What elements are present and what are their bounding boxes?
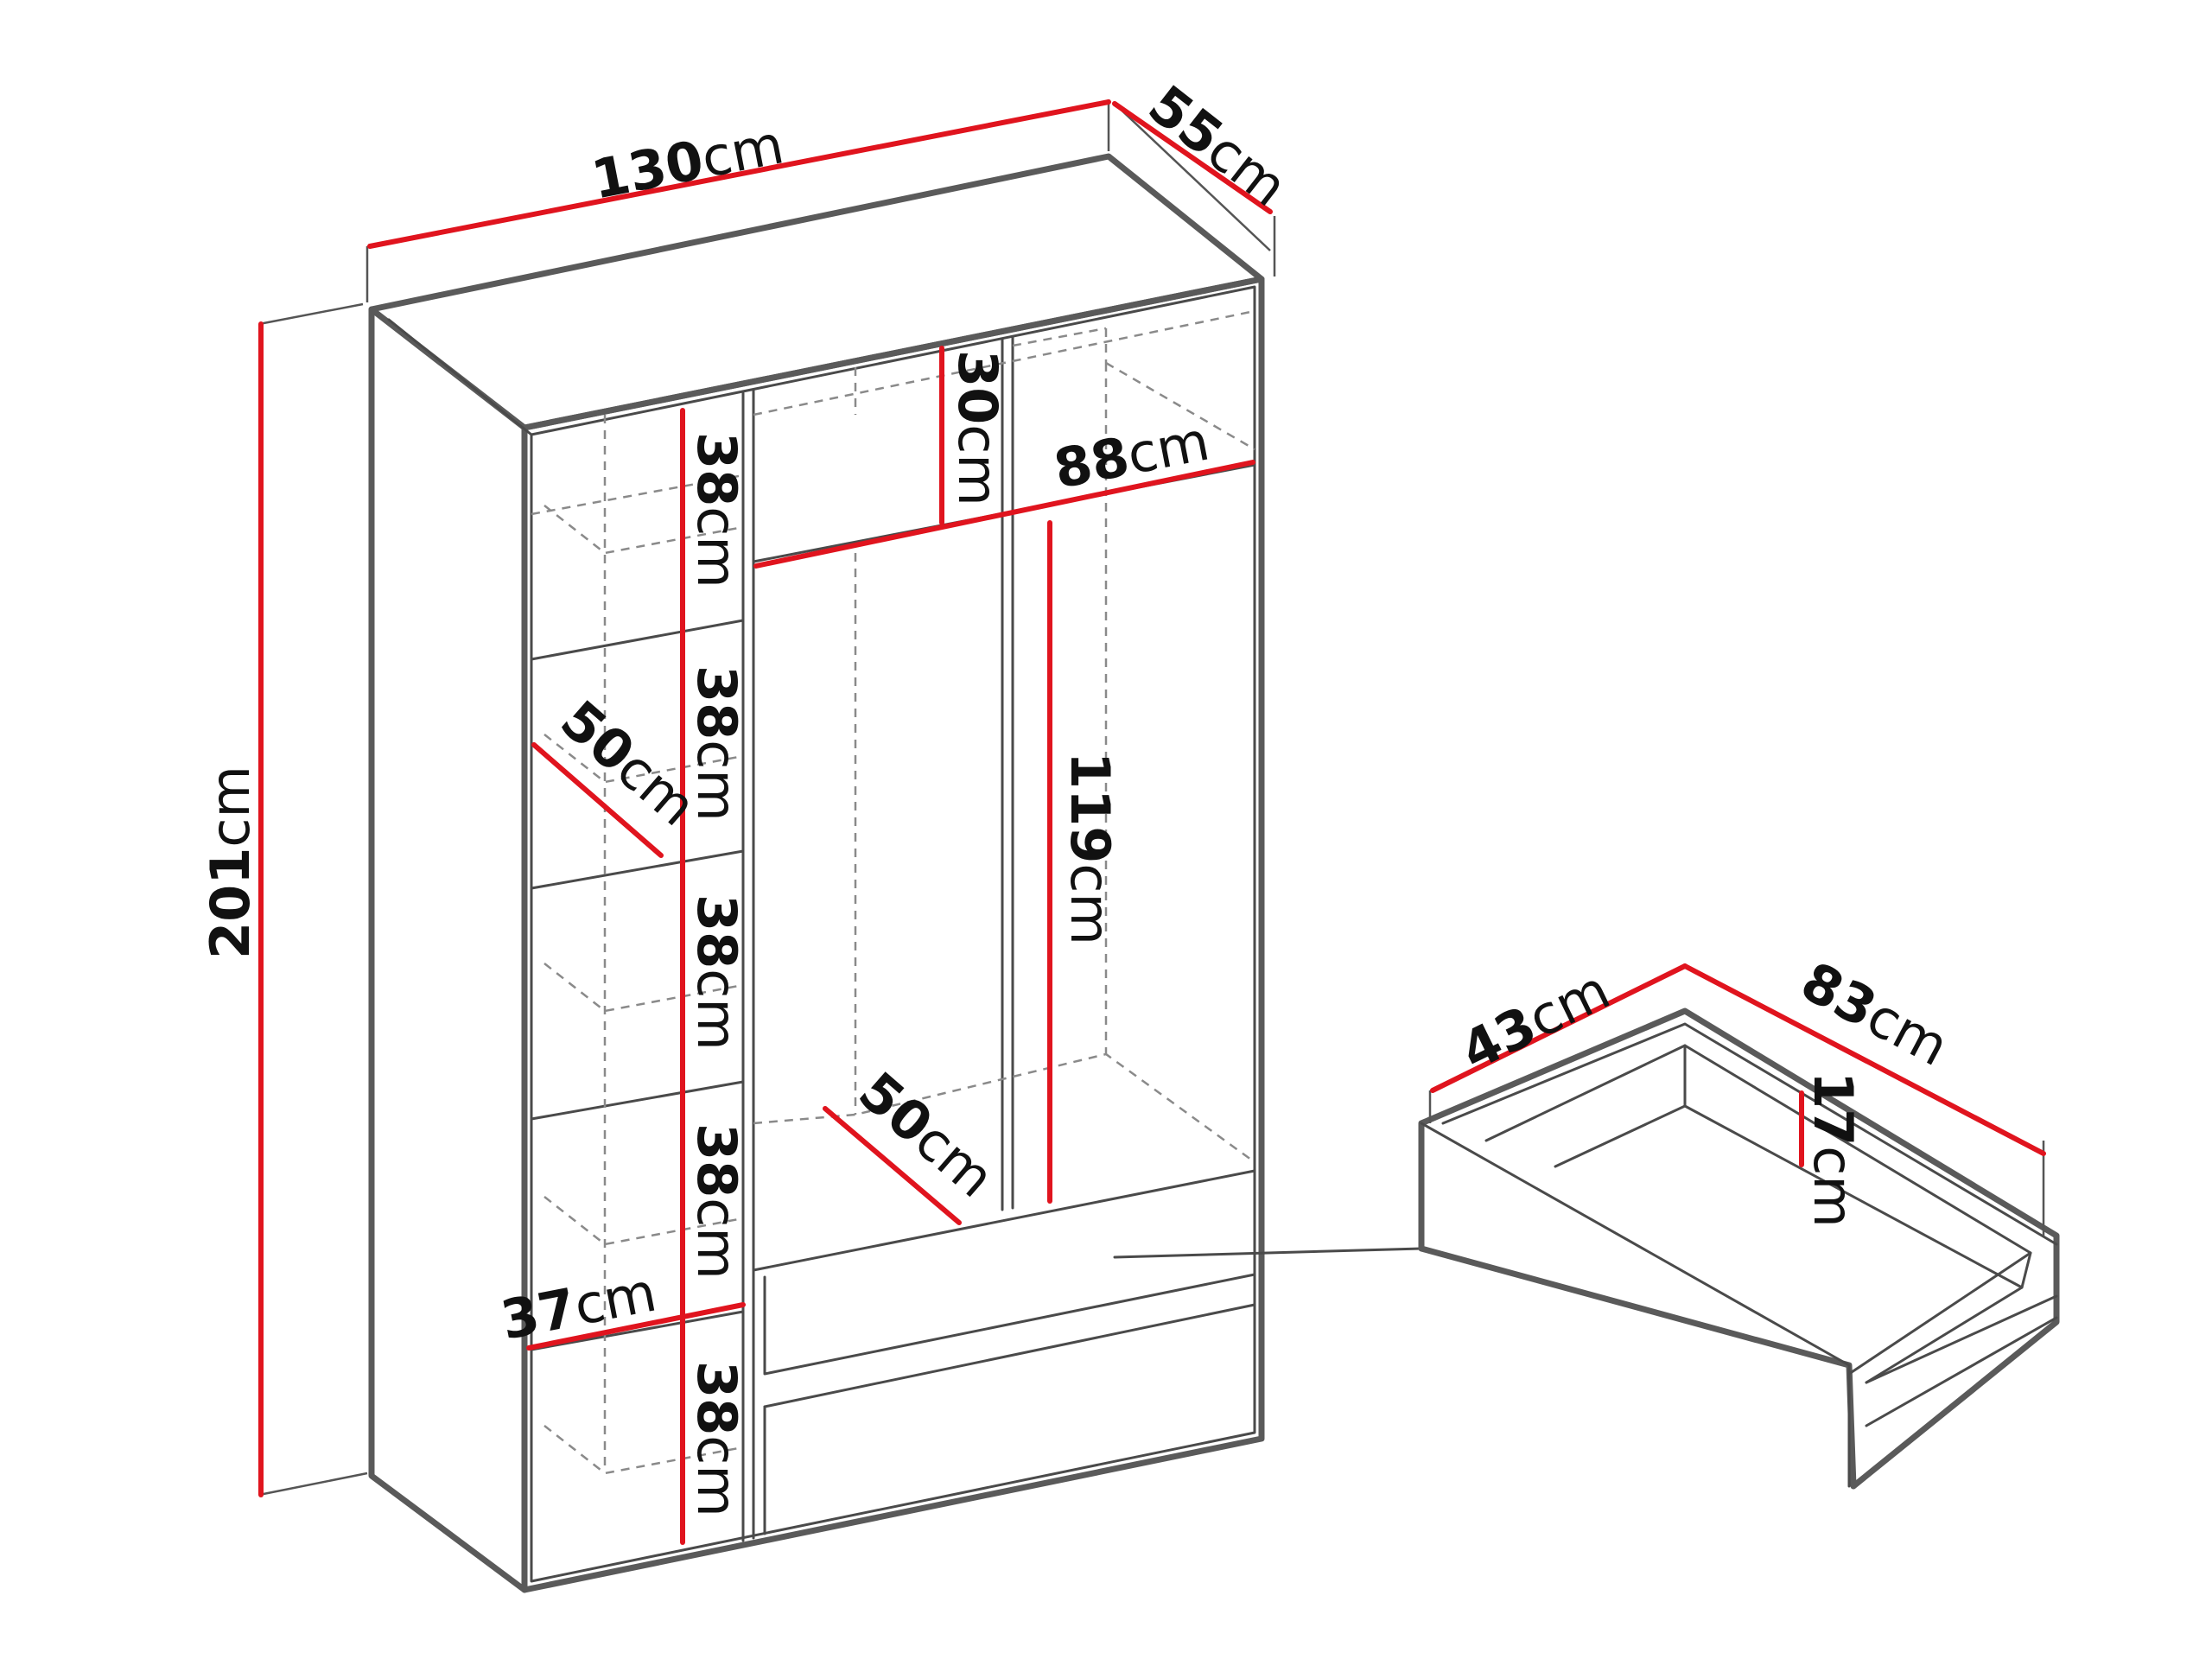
label-hang-depth: 50cm <box>847 1059 1006 1210</box>
wardrobe-front-frame <box>521 276 1265 1593</box>
center-divider <box>741 389 755 1542</box>
depth-line <box>1112 101 1273 214</box>
interior-hidden-lines <box>531 309 1255 1475</box>
label-drawer-height: 17cm <box>1802 1071 1865 1228</box>
drawer-leader-line <box>1113 1247 1423 1259</box>
label-rail-width: 88cm <box>1049 410 1214 501</box>
shelf-width-line <box>526 1302 746 1351</box>
drawer-detail <box>1418 1007 2060 1490</box>
wardrobe-side <box>368 306 528 1593</box>
wardrobe <box>368 153 1423 1593</box>
hang-depth-line <box>823 1106 962 1225</box>
label-width: 130cm <box>587 112 789 211</box>
drawer-width-line <box>1682 963 2046 1156</box>
label-shelf-gap-5: 38cm <box>685 1361 748 1517</box>
drawer-outer <box>1418 1007 2060 1490</box>
rail-width-line <box>753 460 1255 569</box>
label-drawer-depth: 43cm <box>1452 958 1619 1084</box>
label-shelf-gap-3: 38cm <box>685 894 748 1051</box>
label-shelf-gap-2: 38cm <box>685 665 748 822</box>
width-line <box>367 99 1111 249</box>
shelf-depth-line <box>531 742 664 858</box>
shelves <box>530 619 745 1351</box>
wardrobe-drawers <box>752 1169 1423 1535</box>
label-shelf-gap-4: 38cm <box>685 1123 748 1280</box>
label-height: 201cm <box>199 766 262 959</box>
wardrobe-top <box>368 153 1265 431</box>
label-top-shelf: 30cm <box>946 350 1009 506</box>
label-hanging: 119cm <box>1058 752 1122 945</box>
label-drawer-width: 83cm <box>1791 950 1959 1078</box>
drawer-bottom <box>1554 1104 2024 1384</box>
dimension-lines <box>258 99 2046 1545</box>
drawer-depth-line <box>1430 963 1688 1093</box>
label-shelf-width: 37cm <box>496 1261 661 1352</box>
drawer-inner-rim <box>1484 1044 2032 1376</box>
label-shelf-gap-1: 38cm <box>685 432 748 588</box>
